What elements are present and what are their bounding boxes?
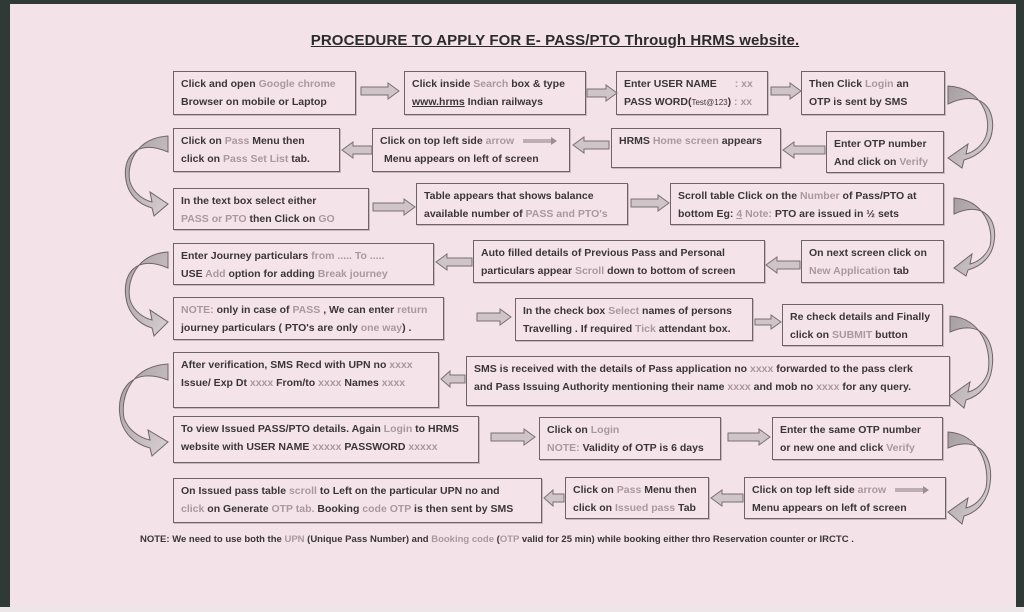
arrow-right-icon xyxy=(372,198,416,216)
hrms-url-text: www.hrms xyxy=(412,96,465,108)
arrow-right-icon xyxy=(630,194,670,212)
step-8-pass-set-list: Click on Pass Menu then click on Pass Se… xyxy=(173,128,340,172)
arrow-right-icon xyxy=(360,82,400,100)
arrow-right-icon xyxy=(754,314,782,330)
step-2-search-hrms: Click inside Search box & type www.hrms … xyxy=(404,71,586,115)
curved-arrow-down-left-icon xyxy=(947,431,992,525)
curved-arrow-down-right-icon xyxy=(124,135,169,217)
step-17-submit: Re check details and Finally click on SU… xyxy=(782,304,943,346)
arrow-left-icon xyxy=(440,370,466,388)
step-11-scroll-table: Scroll table Click on the Number of Pass… xyxy=(670,183,944,225)
step-18-sms-application-details: SMS is received with the details of Pass… xyxy=(466,356,950,406)
arrow-right-icon xyxy=(770,82,802,100)
arrow-left-icon xyxy=(341,141,373,159)
page-title: PROCEDURE TO APPLY FOR E- PASS/PTO Throu… xyxy=(310,32,800,49)
arrow-left-icon xyxy=(710,489,744,507)
step-5-enter-otp: Enter OTP number And click on Verify xyxy=(826,131,944,173)
curved-arrow-down-left-icon xyxy=(953,197,996,277)
arrow-left-icon xyxy=(765,256,801,274)
arrow-right-icon xyxy=(727,428,771,446)
arrow-right-icon xyxy=(490,428,536,446)
arrow-left-icon xyxy=(572,136,610,154)
curved-arrow-down-right-icon xyxy=(118,363,169,457)
step-23-top-left-arrow: Click on top left side arrow Menu appear… xyxy=(744,477,946,519)
step-1-open-chrome: Click and open Google chrome Browser on … xyxy=(173,71,356,115)
step-3-enter-credentials: Enter USER NAME: xx PASS WORD(Test@123) … xyxy=(616,71,768,115)
right-arrow-icon xyxy=(523,137,558,146)
step-4-click-login: Then Click Login an OTP is sent by SMS xyxy=(801,71,945,115)
step-22-enter-otp-verify: Enter the same OTP number or new one and… xyxy=(772,417,943,460)
step-12-new-application: On next screen click on New Application … xyxy=(801,240,944,283)
arrow-left-icon xyxy=(435,253,473,271)
step-25-generate-otp: On Issued pass table scroll to Left on t… xyxy=(173,478,542,523)
step-19-upn-sms: After verification, SMS Recd with UPN no… xyxy=(173,352,439,408)
footer-note: NOTE: We need to use both the UPN (Uniqu… xyxy=(140,534,854,545)
step-24-issued-pass-tab: Click on Pass Menu then click on Issued … xyxy=(565,477,709,519)
step-9-select-pass-or-pto: In the text box select either PASS or PT… xyxy=(173,188,369,230)
arrow-left-icon xyxy=(782,141,826,159)
page-bottom-edge xyxy=(0,607,1024,612)
step-10-balance-table: Table appears that shows balance availab… xyxy=(416,183,628,225)
step-14-journey-particulars: Enter Journey particulars from ..... To … xyxy=(173,243,434,285)
arrow-right-icon xyxy=(476,308,512,326)
arrow-right-icon xyxy=(586,84,618,102)
step-21-click-login: Click on Login NOTE: Validity of OTP is … xyxy=(539,417,721,460)
step-15-return-journey-note: NOTE: only in case of PASS , We can ente… xyxy=(173,297,444,340)
step-13-auto-filled-details: Auto filled details of Previous Pass and… xyxy=(473,240,765,283)
curved-arrow-down-left-icon xyxy=(949,315,994,409)
step-6-home-screen: HRMS Home screen appears xyxy=(611,128,781,168)
curved-arrow-down-left-icon xyxy=(947,85,994,169)
step-16-select-persons: In the check box Select names of persons… xyxy=(515,298,753,341)
curved-arrow-down-right-icon xyxy=(124,251,169,337)
step-7-top-left-arrow: Click on top left side arrow Menu appear… xyxy=(372,128,570,172)
arrow-left-icon xyxy=(543,489,565,507)
step-20-view-issued-pass: To view Issued PASS/PTO details. Again L… xyxy=(173,416,479,463)
right-arrow-icon xyxy=(895,486,930,495)
